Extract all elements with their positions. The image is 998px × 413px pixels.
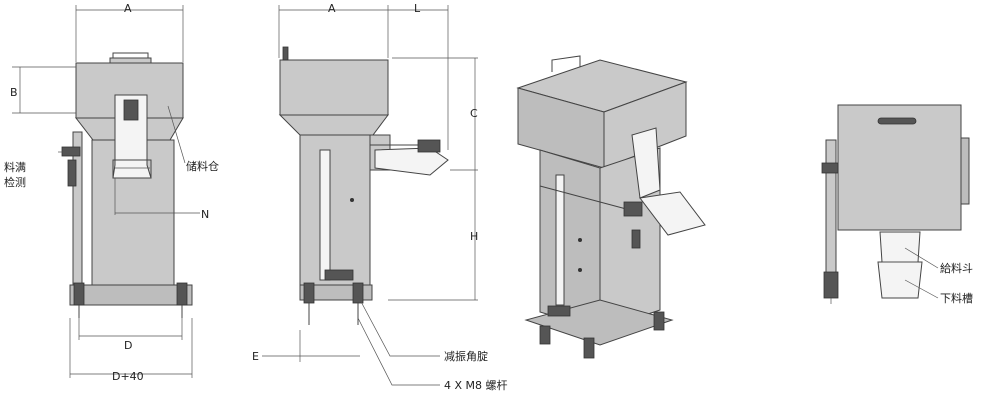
level-sensor-label-1: 料满 — [4, 160, 26, 174]
side-dim-h: H — [470, 230, 478, 243]
side-dim-c: C — [470, 107, 478, 120]
front-dim-d-plus: D+40 — [112, 370, 144, 383]
feed-funnel-label: 給料斗 — [940, 261, 973, 275]
front-view: A B N 料满 检测 储料仓 — [4, 2, 219, 383]
side-dim-l: L — [414, 2, 421, 15]
front-dim-n: N — [201, 208, 209, 221]
hopper-label: 储料仓 — [186, 159, 219, 173]
side-view: A L C H E 减振角腚 — [252, 2, 508, 392]
front-dim-b: B — [10, 86, 18, 99]
front-dim-d: D — [124, 339, 132, 352]
damper-label: 减振角腚 — [444, 349, 488, 363]
side-dim-a: A — [328, 2, 336, 15]
bolts-label: 4 X M8 螺杆 — [444, 378, 508, 392]
top-view: 給料斗 下料槽 — [821, 104, 973, 305]
isometric-view — [516, 55, 706, 359]
level-sensor-label-2: 检测 — [4, 175, 26, 189]
discharge-chute-label: 下料槽 — [940, 291, 973, 305]
side-dim-e: E — [252, 350, 259, 363]
front-dim-a: A — [124, 2, 132, 15]
